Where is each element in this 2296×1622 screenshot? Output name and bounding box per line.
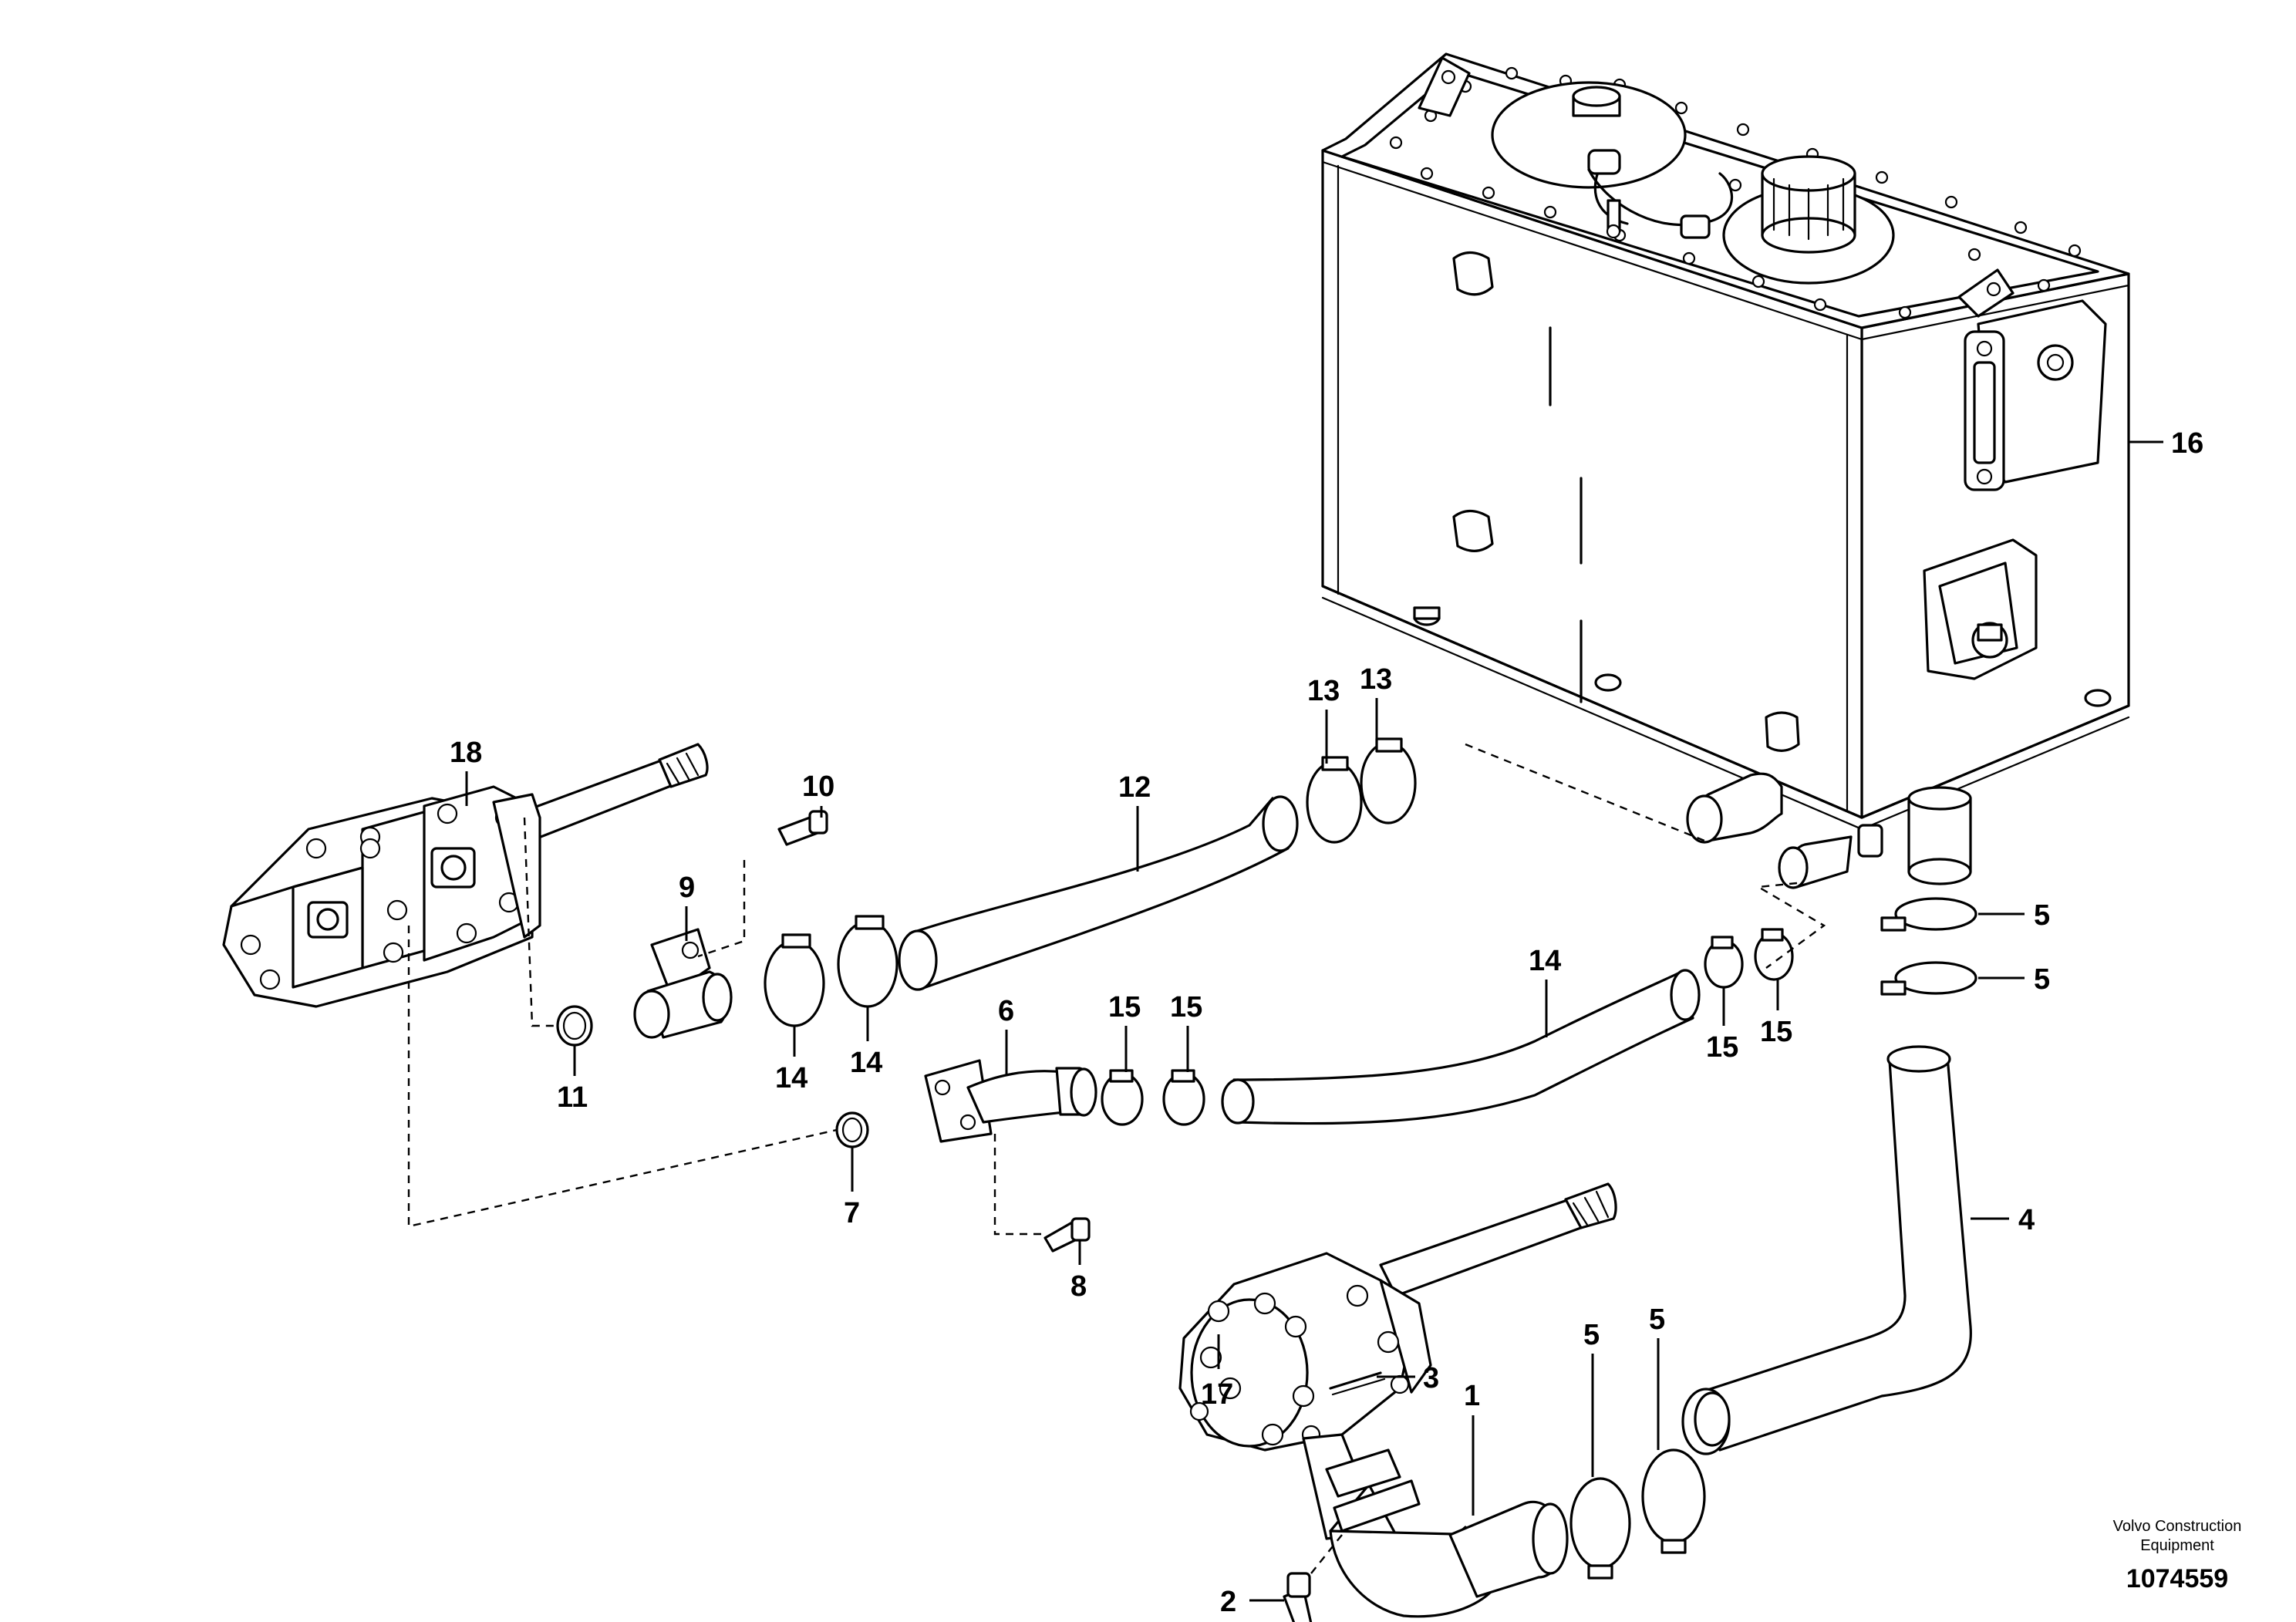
hydraulic-tank — [1321, 52, 2130, 889]
callout-17: 17 — [1201, 1378, 1233, 1411]
callout-13a: 13 — [1307, 675, 1340, 707]
callout-5a: 5 — [2034, 899, 2050, 932]
brand-line-2: Equipment — [2140, 1537, 2214, 1554]
callout-5d: 5 — [1649, 1303, 1665, 1336]
callout-5b: 5 — [2034, 963, 2050, 996]
callout-15b: 15 — [1170, 991, 1202, 1023]
leader-lines — [465, 440, 2163, 1602]
assembly-lines — [407, 743, 1826, 1575]
callout-16: 16 — [2171, 427, 2203, 460]
callout-4: 4 — [2018, 1204, 2035, 1236]
elbow-fitting — [633, 810, 828, 1039]
hose-clamps — [764, 737, 1977, 1580]
suction-hose — [1681, 1045, 1972, 1455]
callout-2: 2 — [1220, 1586, 1236, 1618]
gasket-3 — [1329, 1371, 1382, 1390]
callout-9: 9 — [679, 872, 695, 904]
footer: Volvo Construction Equipment 1074559 — [2113, 1518, 2242, 1593]
callout-6: 6 — [998, 995, 1014, 1027]
callout-14c: 14 — [1529, 945, 1561, 977]
suction-pipe — [1302, 1433, 1569, 1618]
callout-8: 8 — [1070, 1270, 1087, 1303]
callout-7: 7 — [844, 1197, 860, 1229]
callout-14a: 14 — [775, 1062, 807, 1094]
callout-3: 3 — [1423, 1362, 1439, 1394]
double-pump — [222, 743, 709, 1008]
callout-5c: 5 — [1583, 1319, 1600, 1351]
callout-labels: 16 18 10 9 12 13 13 14 14 11 14 6 15 15 … — [450, 427, 2203, 1618]
callout-18: 18 — [450, 737, 482, 769]
callout-10: 10 — [802, 771, 834, 803]
callout-1: 1 — [1464, 1380, 1480, 1412]
document-number: 1074559 — [2126, 1564, 2228, 1593]
callout-15d: 15 — [1760, 1016, 1792, 1048]
steering-pump — [1178, 1182, 1617, 1452]
callout-13b: 13 — [1360, 663, 1392, 696]
return-hose-lower — [1221, 969, 1701, 1125]
pressure-pipe — [924, 1059, 1097, 1253]
callout-12: 12 — [1118, 771, 1151, 804]
return-hose-upper — [898, 795, 1299, 991]
brand-line-1: Volvo Construction — [2113, 1518, 2242, 1535]
callout-14b: 14 — [850, 1047, 882, 1079]
callout-15a: 15 — [1108, 991, 1141, 1023]
callout-15c: 15 — [1706, 1031, 1738, 1064]
callout-11: 11 — [557, 1081, 588, 1114]
